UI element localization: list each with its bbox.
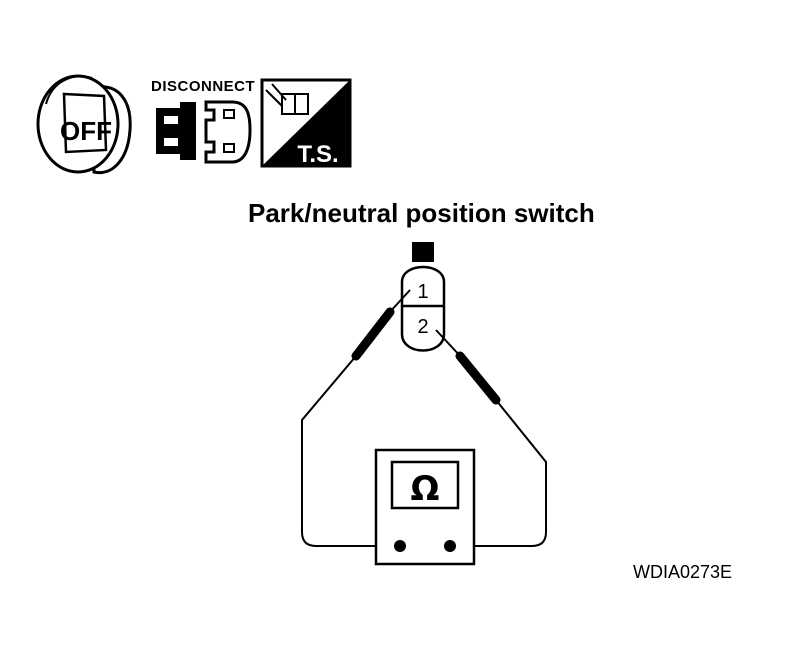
- meter-display: [390, 460, 460, 510]
- pin-2-label: 2: [417, 316, 428, 338]
- meter-terminal-right: [444, 540, 456, 552]
- right-probe: [435, 329, 501, 405]
- ignition-off-label: OFF: [60, 116, 112, 146]
- figure-code: WDIA0273E: [633, 562, 733, 582]
- connector-tab: [412, 242, 434, 262]
- test-switch-label: T.S.: [297, 141, 338, 168]
- ignition-off-icon: OFF: [36, 74, 132, 175]
- ohmmeter: Ω: [374, 448, 476, 566]
- switch-connector: 1 2: [400, 242, 446, 352]
- left-probe: [351, 289, 411, 361]
- left-lead-wire: [301, 355, 400, 547]
- right-lead-wire: [450, 399, 547, 547]
- test-switch-icon: T.S.: [260, 78, 352, 168]
- disconnect-label: DISCONNECT: [151, 78, 256, 95]
- ohm-symbol: Ω: [411, 469, 440, 509]
- pin-1-label: 1: [417, 281, 428, 303]
- diagram-title: Park/neutral position switch: [248, 198, 595, 228]
- disconnect-icon: [156, 100, 252, 164]
- meter-terminal-left: [394, 540, 406, 552]
